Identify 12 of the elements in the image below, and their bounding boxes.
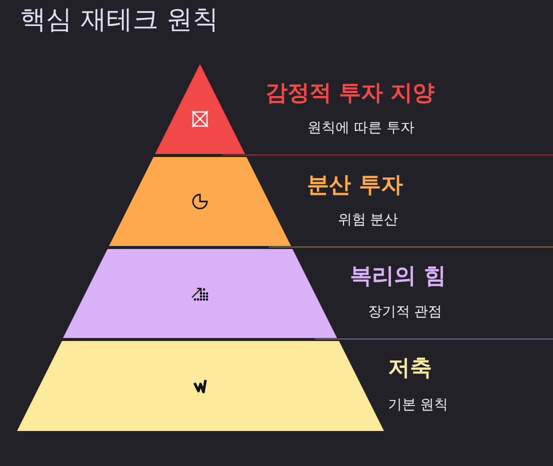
level-description: 기본 원칙 <box>388 396 448 414</box>
pyramid-level <box>155 64 553 154</box>
title: 핵심 재테크 원칙 <box>20 4 219 37</box>
level-heading: 복리의 힘 <box>350 263 446 291</box>
level-description: 장기적 관점 <box>368 303 442 321</box>
pyramid-level <box>109 157 553 246</box>
pyramid-level <box>63 249 553 338</box>
level-heading: 저축 <box>388 355 432 383</box>
level-description: 위험 분산 <box>338 211 398 229</box>
level-heading: 감정적 투자 지양 <box>265 80 435 108</box>
level-description: 원칙에 따른 투자 <box>308 119 414 137</box>
level-heading: 분산 투자 <box>307 172 403 200</box>
